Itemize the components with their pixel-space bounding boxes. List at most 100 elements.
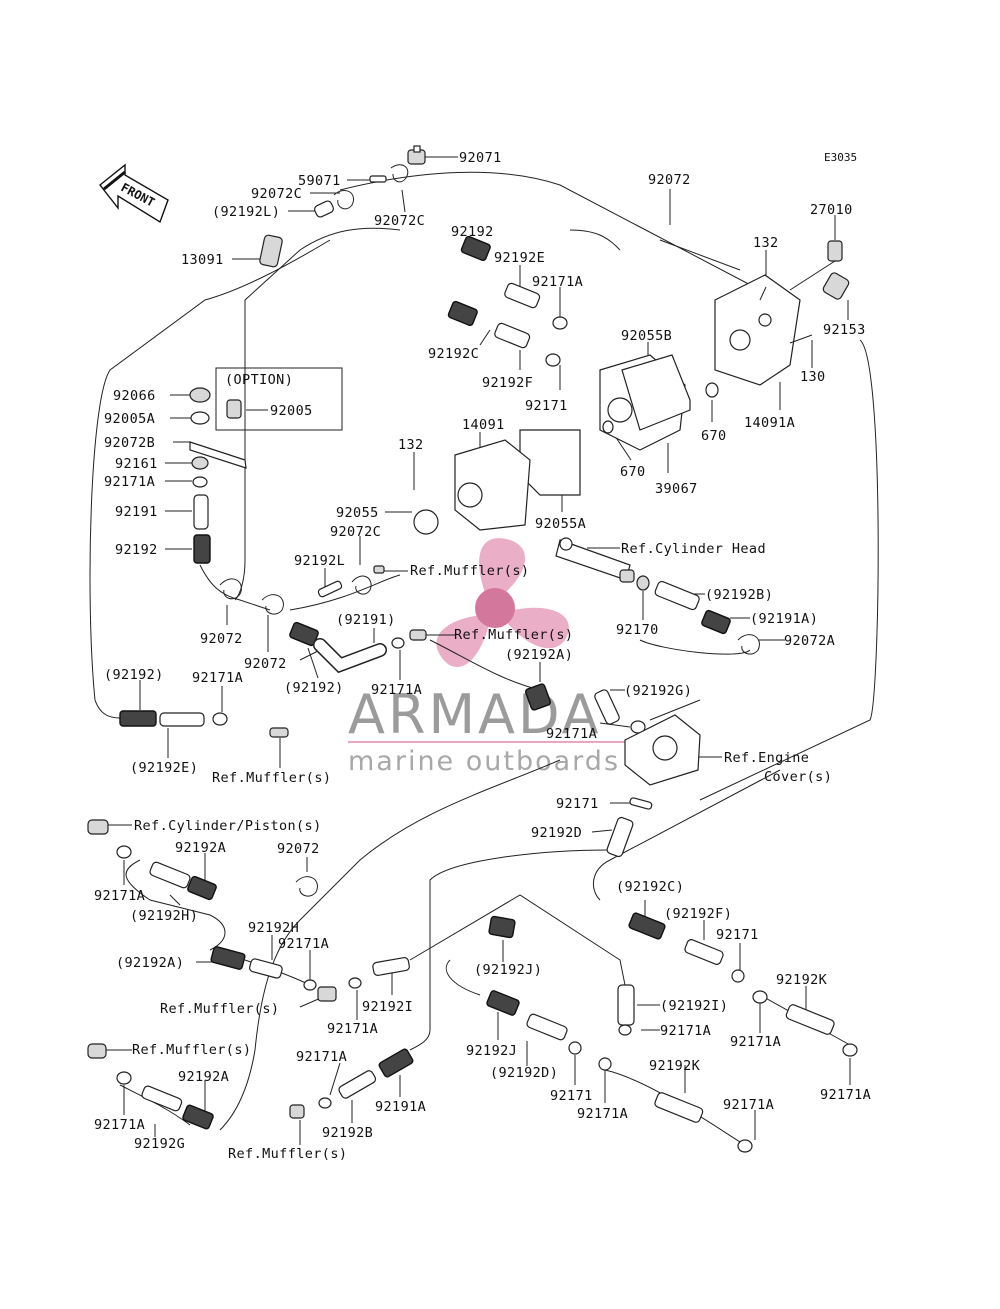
bracket-icon xyxy=(189,441,247,469)
elbow-icon xyxy=(289,1104,305,1119)
label-92191A: 92191A xyxy=(375,1099,426,1115)
clamp-icon xyxy=(568,1041,582,1055)
clamp-icon xyxy=(842,1043,858,1057)
engine-cover-icon xyxy=(624,714,701,786)
label-92192A-a: 92192A xyxy=(175,840,226,856)
hose-icon xyxy=(193,494,209,530)
label-92171A-m: 92171A xyxy=(723,1097,774,1113)
label-92171A-h: 92171A xyxy=(327,1021,378,1037)
diagram-code: E3035 xyxy=(824,151,857,164)
spring-hose-icon xyxy=(378,1048,414,1078)
label-92192-p2: (92192) xyxy=(104,667,164,683)
label-92072-top: 92072 xyxy=(648,172,691,188)
label-92192C: 92192C xyxy=(428,346,479,362)
label-39067: 39067 xyxy=(655,481,698,497)
plug-icon xyxy=(226,399,242,419)
watermark-brand: ARMADA xyxy=(348,683,602,746)
washer-icon xyxy=(190,411,210,425)
clip-icon xyxy=(219,578,242,600)
option-label: (OPTION) xyxy=(225,372,293,388)
label-92171-d: 92171 xyxy=(550,1088,593,1104)
label-92066: 92066 xyxy=(113,388,156,404)
spring-hose-icon xyxy=(193,534,211,564)
hose-icon xyxy=(372,956,410,976)
ref-engine-2: Cover(s) xyxy=(764,769,832,785)
label-92192L: 92192L xyxy=(294,553,345,569)
ref-muffler-2: Ref.Muffler(s) xyxy=(454,627,573,643)
hose-icon xyxy=(504,282,541,309)
bent-hose-icon xyxy=(313,638,387,674)
spring-hose-icon xyxy=(119,710,157,727)
label-92192F: 92192F xyxy=(482,375,533,391)
plug-icon xyxy=(636,575,650,591)
clamp-icon xyxy=(116,845,132,859)
label-92171A-f: 92171A xyxy=(94,888,145,904)
sensor-icon xyxy=(789,240,843,291)
hose-icon xyxy=(526,1013,568,1041)
label-92192K-a: 92192K xyxy=(776,972,828,988)
ref-engine-1: Ref.Engine xyxy=(724,750,809,766)
clip-icon xyxy=(295,876,318,897)
label-92171A-a: 92171A xyxy=(532,274,583,290)
label-92171-a: 92171 xyxy=(525,398,568,414)
label-27010: 27010 xyxy=(810,202,853,218)
label-92192B: 92192B xyxy=(322,1125,373,1141)
label-92171-c: 92171 xyxy=(716,927,759,943)
bolt-icon xyxy=(789,334,813,344)
label-92171A-j: 92171A xyxy=(730,1034,781,1050)
spring-hose-icon xyxy=(182,1104,214,1130)
label-92072-a: 92072 xyxy=(200,631,243,647)
hose-icon xyxy=(654,580,700,611)
hose-icon xyxy=(494,322,531,349)
cap-icon xyxy=(189,387,211,403)
label-92171A-l: 92171A xyxy=(577,1106,628,1122)
ref-muffler-1: Ref.Muffler(s) xyxy=(410,563,529,579)
spring-hose-icon xyxy=(628,912,666,940)
hose-icon xyxy=(606,816,634,858)
thermostat-housing-icon xyxy=(599,354,691,451)
label-670-b: 670 xyxy=(620,464,646,480)
label-92192D: 92192D xyxy=(531,825,582,841)
label-92192D-p: (92192D) xyxy=(490,1065,558,1081)
clip-icon xyxy=(390,164,409,183)
label-92192: 92192 xyxy=(451,224,494,240)
clip-icon xyxy=(737,634,760,655)
label-92055B: 92055B xyxy=(621,328,672,344)
label-92192J: 92192J xyxy=(466,1043,517,1059)
ref-muffler-6: Ref.Muffler(s) xyxy=(228,1146,347,1162)
label-92170: 92170 xyxy=(616,622,659,638)
nipple-icon xyxy=(269,727,289,738)
hose-icon xyxy=(654,1092,704,1123)
nipple-icon xyxy=(373,565,385,574)
pin-icon xyxy=(369,175,387,183)
clip-icon xyxy=(333,190,354,210)
hose-icon xyxy=(149,861,191,889)
spring-hose-icon xyxy=(524,683,552,711)
part-labels: 92071 59071 92072C (92192L) 92072C 13091… xyxy=(94,150,871,1162)
ref-muffler-3: Ref.Muffler(s) xyxy=(212,770,331,786)
label-92055A: 92055A xyxy=(535,516,586,532)
hose-icon xyxy=(338,1070,377,1099)
label-92072C-b: 92072C xyxy=(374,213,425,229)
label-92055: 92055 xyxy=(336,505,379,521)
label-92192E-p: (92192E) xyxy=(130,760,198,776)
label-92171A-k: 92171A xyxy=(296,1049,347,1065)
ref-muffler-5: Ref.Muffler(s) xyxy=(132,1042,251,1058)
clamp-icon xyxy=(192,476,208,488)
hose-icon xyxy=(141,1085,183,1112)
label-92192H-p: (92192H) xyxy=(130,908,198,924)
label-92192B-p: (92192B) xyxy=(705,587,773,603)
sensor-icon xyxy=(822,272,850,300)
hose-icon xyxy=(684,938,724,966)
label-92192L: (92192L) xyxy=(212,204,280,220)
small-hose-icon xyxy=(317,580,343,598)
label-92192J-p: (92192J) xyxy=(474,962,542,978)
label-132-top: 132 xyxy=(753,235,779,251)
option-box xyxy=(215,367,343,431)
label-92072B: 92072B xyxy=(104,435,155,451)
label-92171A-i: 92171A xyxy=(660,1023,711,1039)
label-59071: 59071 xyxy=(298,173,341,189)
label-92192A-p: (92192A) xyxy=(505,647,573,663)
label-92171A-n: 92171A xyxy=(94,1117,145,1133)
